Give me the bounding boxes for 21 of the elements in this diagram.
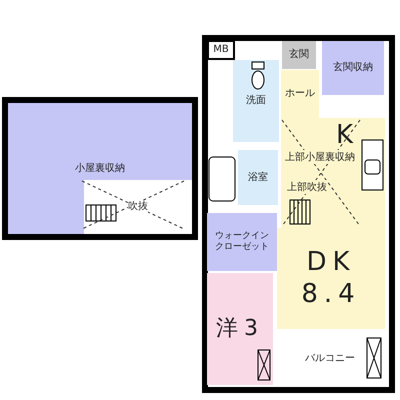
room-area [233,60,279,142]
room-area [277,228,385,329]
room-area [207,40,235,60]
room-area [282,41,316,69]
room-label: ホール [285,88,315,100]
room-area [281,70,319,118]
room-area [322,41,384,95]
room-label: 浴室 [248,172,268,184]
note-label: 上部吹抜 [287,180,327,194]
room-area [238,150,278,205]
room-area [207,213,277,271]
room-label: 洗面 [246,95,266,107]
room-area [84,180,192,234]
room-area [8,103,192,234]
room-label: 玄関収納 [333,62,373,74]
room-label: 玄関 [289,49,309,61]
note-label: 上部小屋裏収納 [285,150,355,164]
room-label: バルコニー [305,352,355,364]
room-label: 吹抜 [128,201,148,213]
room-area [207,273,273,385]
room-label: 小屋裏収納 [75,162,125,174]
